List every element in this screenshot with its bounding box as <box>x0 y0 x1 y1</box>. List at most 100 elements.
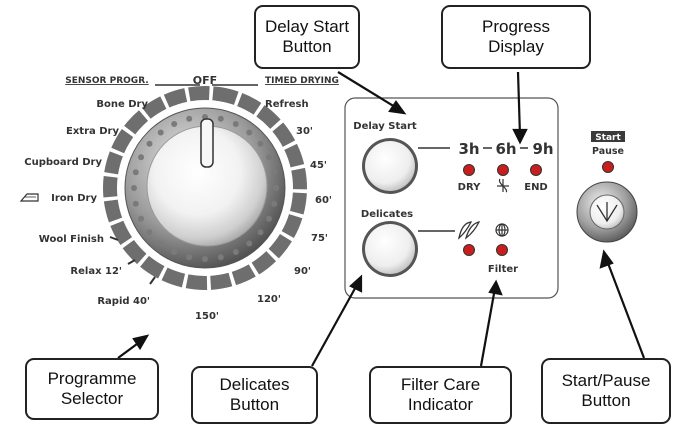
programme-extra-dry: Extra Dry <box>66 126 119 137</box>
programme-30: 30' <box>296 126 313 137</box>
scale-segment <box>289 192 307 215</box>
delay-start-label: Delay Start <box>353 121 417 132</box>
delicates-arrow <box>311 282 359 367</box>
delay-start-arrow <box>337 71 401 111</box>
progress-dry-label: DRY <box>458 182 481 193</box>
scale-segment <box>210 272 233 290</box>
programme-selector-arrowhead <box>132 334 150 351</box>
delicates-icon <box>457 221 481 240</box>
callout-arrows <box>117 71 646 367</box>
programme-150: 150' <box>195 311 219 322</box>
filter-callout-line1: Filter Care <box>400 375 481 394</box>
grip-dot <box>131 185 137 191</box>
cool-led <box>497 164 509 176</box>
grip-dot <box>232 121 239 128</box>
dry-led <box>463 164 475 176</box>
delay-start-button[interactable] <box>365 141 415 191</box>
programme-callout-line2: Selector <box>60 389 124 408</box>
grip-dot <box>202 256 208 262</box>
grip-dot <box>246 129 253 136</box>
grip-dot <box>171 248 178 255</box>
grip-dot <box>257 229 264 236</box>
cooling-fan-icon <box>497 178 509 193</box>
grip-dot <box>257 140 264 147</box>
grip-dot <box>265 154 272 161</box>
programme-60: 60' <box>315 195 332 206</box>
programme-120: 120' <box>257 294 281 305</box>
scale-segment <box>251 251 277 275</box>
pause-label: Pause <box>592 146 624 157</box>
grip-dot <box>171 121 178 128</box>
sensor-programmes-heading: SENSOR PROGR. <box>65 76 148 86</box>
start-pause-led <box>602 161 614 173</box>
programme-iron-dry: Iron Dry <box>51 193 97 204</box>
delay-start-callout-line1: Delay Start <box>264 17 350 36</box>
scale-segment <box>185 274 208 291</box>
progress-arrowhead <box>512 128 528 145</box>
programme-wool-finish: Wool Finish <box>39 234 104 245</box>
start-pause-callout-line1: Start/Pause <box>561 371 651 390</box>
scale-segment <box>291 167 307 190</box>
grip-dot <box>138 154 145 161</box>
delicates-label: Delicates <box>361 209 413 220</box>
start-pause-arrow <box>604 257 646 359</box>
filter-label: Filter <box>488 264 518 275</box>
grip-dot <box>271 169 278 176</box>
delay-9h-label: 9h <box>532 140 553 158</box>
scale-segment <box>161 267 186 288</box>
grip-dot <box>217 254 224 261</box>
delay-start-arrowhead <box>388 100 407 115</box>
programme-90: 90' <box>294 266 311 277</box>
filter-arrow <box>479 287 497 367</box>
filter-led <box>496 244 508 256</box>
programme-rapid-40: Rapid 40' <box>97 296 150 307</box>
scale-segment <box>188 86 210 102</box>
timed-drying-heading: TIMED DRYING <box>265 76 339 86</box>
end-led <box>530 164 542 176</box>
grip-dot <box>273 185 279 191</box>
grip-dot <box>271 200 278 207</box>
grip-dot <box>265 215 272 222</box>
filter-arrowhead <box>488 279 503 296</box>
progress-end-label: END <box>524 182 548 193</box>
programme-75: 75' <box>311 233 328 244</box>
selector-pointer <box>200 118 214 168</box>
scale-segment <box>272 122 296 147</box>
grip-dot <box>246 240 253 247</box>
off-label: OFF <box>193 74 217 87</box>
iron-icon <box>19 193 39 202</box>
grip-dot <box>217 115 224 122</box>
scale-segment <box>281 214 303 239</box>
delicates-led <box>463 244 475 256</box>
grip-dot <box>146 140 153 147</box>
delay-6h-label: 6h <box>495 140 516 158</box>
selector-scale-ring <box>103 86 307 291</box>
scale-segment <box>256 105 281 129</box>
start-label: Start <box>595 133 621 143</box>
delicates-callout-line2: Button <box>229 395 280 414</box>
scale-segment <box>163 88 188 108</box>
grip-dot <box>232 248 239 255</box>
scale-segment <box>268 234 292 259</box>
progress-callout-line2: Display <box>488 37 544 56</box>
bezel-grip-dots <box>131 114 279 262</box>
scale-segment <box>142 96 167 119</box>
scale-segment <box>122 239 147 265</box>
scale-segment <box>212 86 235 104</box>
scale-segment <box>237 93 262 115</box>
programme-selector[interactable] <box>103 86 307 291</box>
scale-segment <box>284 143 305 168</box>
wool-finish-tick <box>109 236 119 241</box>
delicates-arrowhead <box>349 274 363 293</box>
start-label-box <box>591 131 625 142</box>
programme-refresh: Refresh <box>265 99 309 110</box>
progress-arrow <box>516 71 522 137</box>
rapid-tick <box>149 276 156 285</box>
delicates-button[interactable] <box>365 224 415 274</box>
